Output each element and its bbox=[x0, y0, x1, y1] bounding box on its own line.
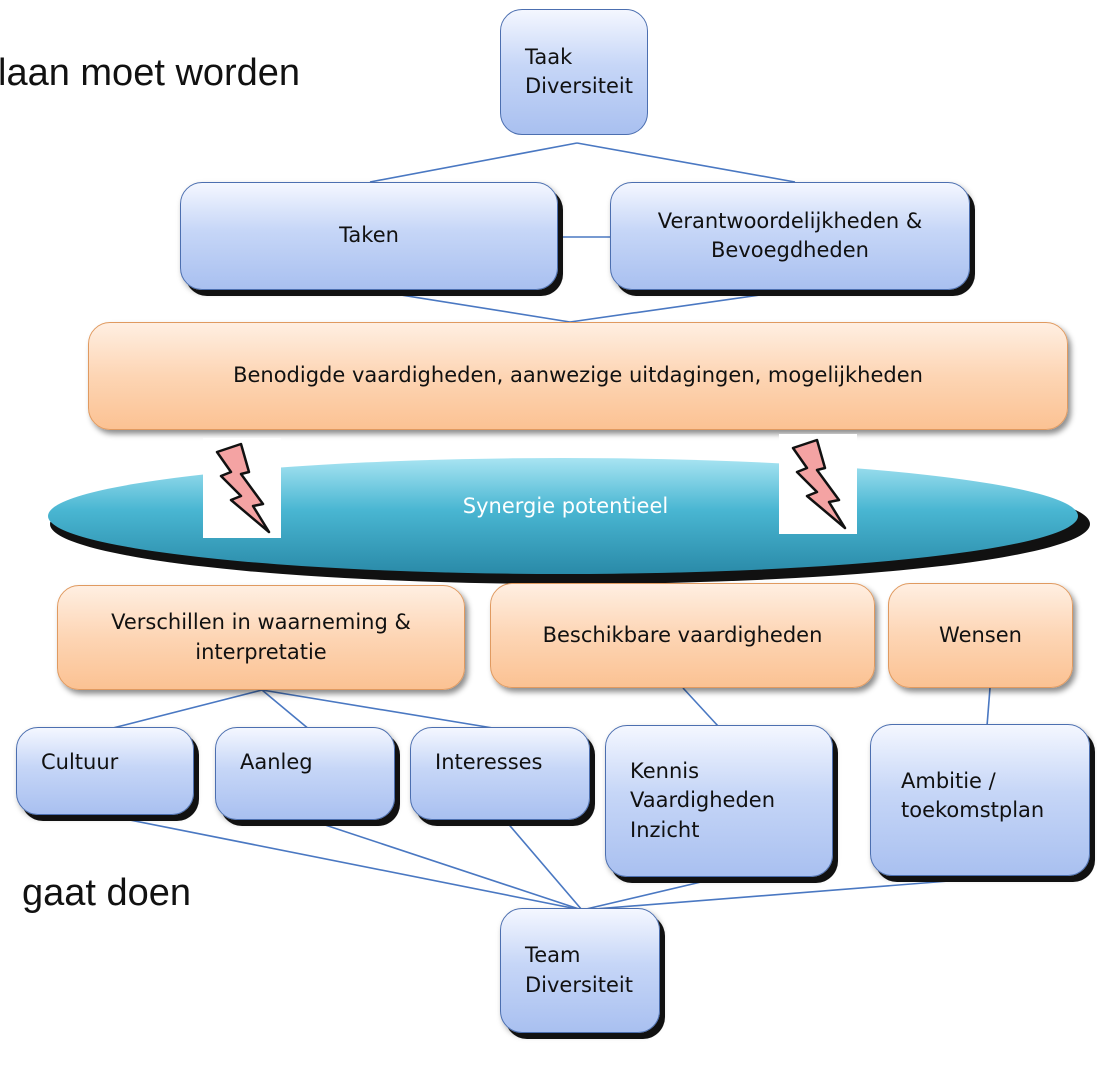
aanleg-label: Aanleg bbox=[240, 750, 313, 774]
verschillen-line-2: interpretatie bbox=[195, 639, 327, 664]
aanleg-box[interactable]: Aanleg bbox=[215, 727, 395, 820]
taken-label: Taken bbox=[339, 223, 399, 248]
synergie-ellipse[interactable]: Synergie potentieel bbox=[38, 440, 1093, 590]
verantwoordelijkheden-line-2: Bevoegdheden bbox=[711, 238, 869, 262]
verantwoordelijkheden-line-1: Verantwoordelijkheden & bbox=[657, 208, 923, 233]
connector-line bbox=[986, 687, 991, 727]
beschikbare-vaardigheden-label: Beschikbare vaardigheden bbox=[542, 622, 823, 647]
interesses-box[interactable]: Interesses bbox=[410, 727, 590, 820]
connector-line bbox=[504, 819, 583, 911]
team-diversiteit-box[interactable]: Team Diversiteit bbox=[500, 908, 660, 1033]
connector-line bbox=[104, 689, 263, 731]
connector-line bbox=[309, 819, 583, 911]
interesses-label: Interesses bbox=[435, 750, 543, 774]
connector-line bbox=[261, 689, 506, 731]
connector-line bbox=[569, 289, 796, 323]
taken-box[interactable]: Taken bbox=[180, 182, 558, 290]
synergie-label: Synergie potentieel bbox=[462, 494, 669, 518]
cultuur-box[interactable]: Cultuur bbox=[16, 727, 194, 815]
benodigde-vaardigheden-box[interactable]: Benodigde vaardigheden, aanwezige uitdag… bbox=[88, 322, 1068, 430]
wensen-label: Wensen bbox=[939, 622, 1022, 647]
team-diversiteit-line-2: Diversiteit bbox=[525, 972, 633, 997]
connector-line bbox=[581, 877, 988, 911]
taak-diversiteit-line-2: Diversiteit bbox=[525, 74, 633, 98]
kennis-box[interactable]: Kennis Vaardigheden Inzicht bbox=[605, 725, 833, 877]
cultuur-label: Cultuur bbox=[41, 750, 119, 774]
ambitie-line-1: Ambitie / bbox=[901, 769, 996, 793]
team-diversiteit-line-1: Team bbox=[525, 943, 581, 968]
ambitie-box[interactable]: Ambitie / toekomstplan bbox=[870, 724, 1090, 876]
connector-line bbox=[576, 142, 796, 183]
lightning-bolt-icon bbox=[779, 434, 857, 534]
connector-line bbox=[581, 877, 719, 911]
beschikbare-vaardigheden-box[interactable]: Beschikbare vaardigheden bbox=[490, 583, 875, 688]
kennis-line-2: Vaardigheden bbox=[630, 788, 776, 813]
lightning-bolt-icon bbox=[203, 438, 281, 538]
ambitie-line-2: toekomstplan bbox=[901, 798, 1045, 823]
side-text-top: laan moet worden bbox=[0, 52, 301, 94]
side-text-bottom: gaat doen bbox=[22, 872, 192, 914]
kennis-line-3: Inzicht bbox=[630, 817, 700, 842]
benodigde-vaardigheden-label: Benodigde vaardigheden, aanwezige uitdag… bbox=[233, 363, 923, 388]
connector-line bbox=[682, 687, 719, 727]
taak-diversiteit-line-1: Taak bbox=[525, 44, 573, 69]
taak-diversiteit-box[interactable]: Taak Diversiteit bbox=[500, 9, 648, 135]
verschillen-box[interactable]: Verschillen in waarneming & interpretati… bbox=[57, 585, 465, 690]
connector-line bbox=[369, 289, 571, 323]
verantwoordelijkheden-box[interactable]: Verantwoordelijkheden & Bevoegdheden bbox=[610, 182, 970, 290]
wensen-box[interactable]: Wensen bbox=[888, 583, 1073, 688]
connector-line bbox=[104, 814, 583, 911]
connector-line bbox=[261, 689, 311, 731]
kennis-line-1: Kennis bbox=[630, 758, 700, 783]
verschillen-line-1: Verschillen in waarneming & bbox=[111, 610, 411, 635]
connector-line bbox=[369, 142, 578, 183]
